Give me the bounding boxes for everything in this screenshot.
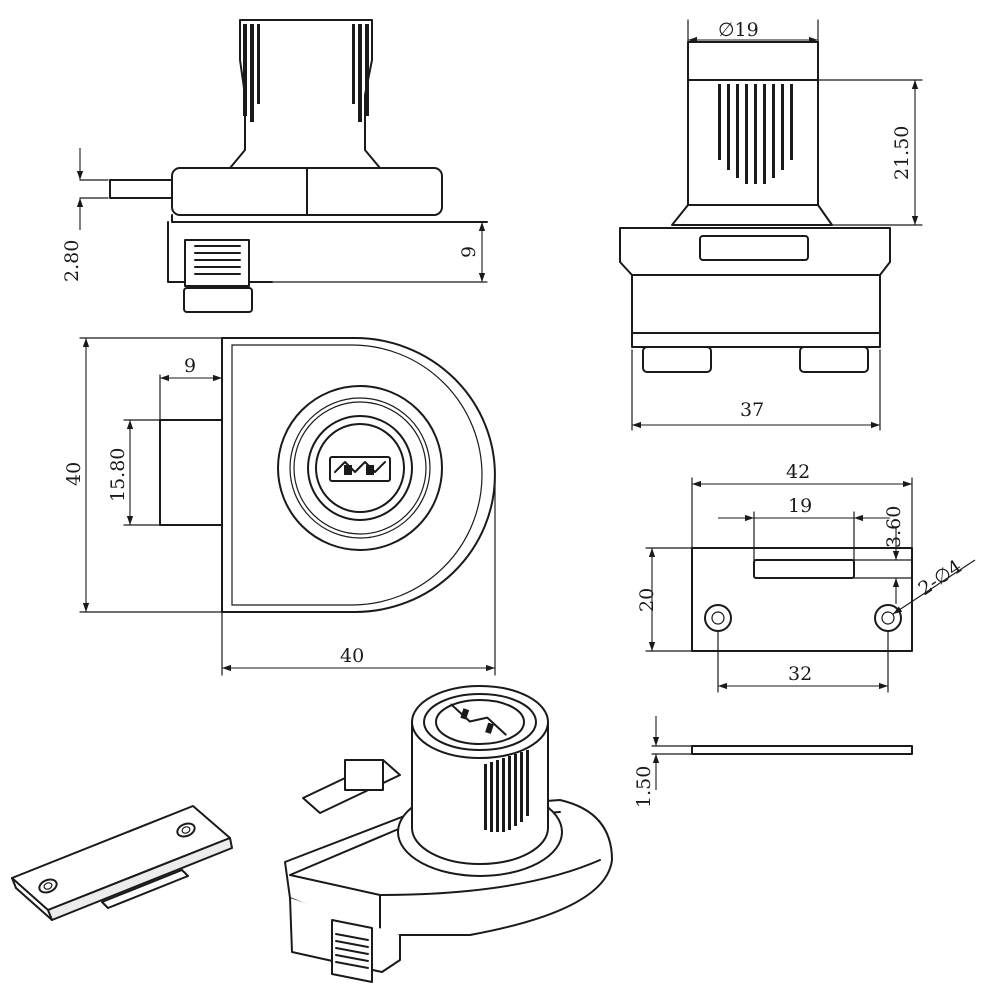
isometric-view — [11, 685, 613, 983]
strike-plate-view: 42 19 3.60 20 2-∅4 32 1.50 — [633, 461, 976, 808]
dim-top-gap: 9 — [458, 246, 480, 258]
strike-plate-iso — [11, 805, 233, 921]
dim-strike-offset: 3.60 — [883, 506, 905, 548]
dim-plate-width: 37 — [740, 399, 764, 421]
dim-pin-height: 2.80 — [61, 240, 83, 282]
front-view: ∅19 21.50 37 — [619, 19, 923, 431]
side-view: 2.80 9 — [61, 19, 488, 313]
dim-strike-width: 42 — [786, 461, 810, 483]
top-view: 9 15.80 40 40 — [63, 337, 496, 676]
knob-ridges-side — [243, 24, 369, 122]
screw-threads — [194, 245, 241, 275]
dim-slot-width: 9 — [184, 355, 196, 377]
dim-slot-height: 15.80 — [107, 448, 129, 502]
dim-strike-slot-width: 19 — [788, 495, 812, 517]
dim-hole-note: 2-∅4 — [914, 556, 965, 601]
iso-knob-ridges — [484, 750, 529, 832]
dim-screw-dia: ∅19 — [718, 19, 759, 41]
iso-screw-threads — [335, 933, 369, 969]
lock-body-iso — [284, 685, 613, 983]
dim-strike-height: 20 — [636, 588, 658, 612]
dim-hole-spacing: 32 — [788, 663, 812, 685]
dim-strike-thickness: 1.50 — [633, 766, 655, 808]
knob-ridges-front — [718, 84, 793, 184]
dim-knob-height: 21.50 — [891, 126, 913, 180]
dim-front-width: 40 — [340, 645, 364, 667]
dim-front-height: 40 — [63, 462, 85, 486]
